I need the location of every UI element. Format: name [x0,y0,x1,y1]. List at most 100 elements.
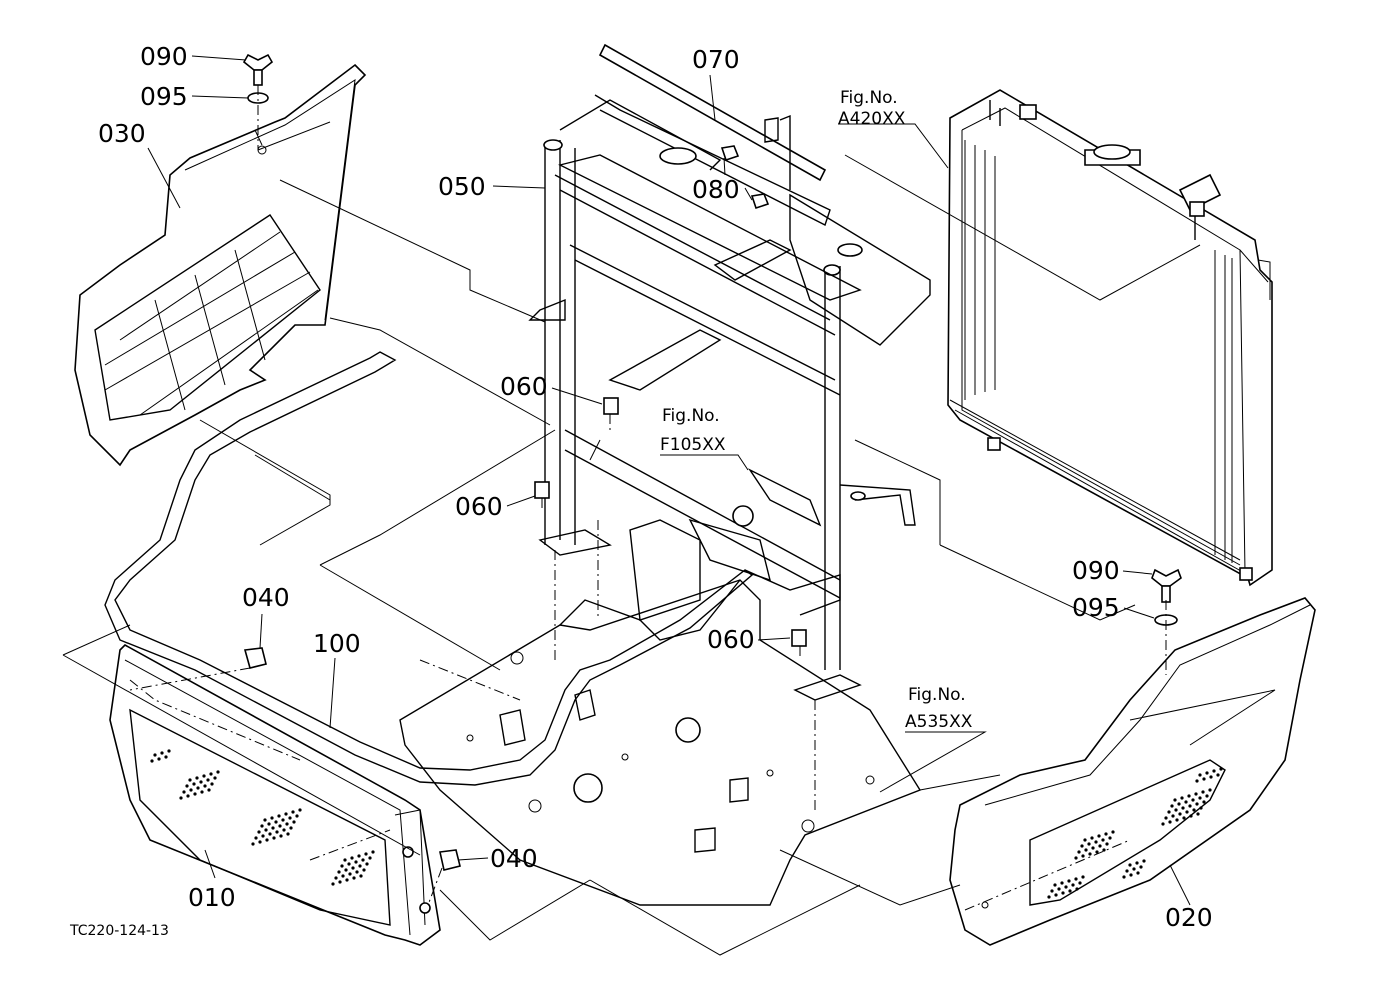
perforation-dot [1067,879,1071,883]
perforation-dot [164,755,168,759]
perforation-dot [357,854,361,858]
perforation-dot [1185,810,1189,814]
part-number-100: 100 [313,629,361,658]
gasket-drawing [104,351,754,786]
perforation-dot [371,850,375,854]
perforation-dot [251,842,255,846]
part-number-060-upper: 060 [500,372,548,401]
perforation-dot [1175,818,1179,822]
perforation-dot [1177,802,1181,806]
perforation-dot [1189,814,1193,818]
perforation-dot [1074,856,1078,860]
perforation-dot [1202,777,1206,781]
perforation-dot [1091,846,1095,850]
perforation-dot [195,776,199,780]
perforation-dot [209,772,213,776]
perforation-dot [203,784,207,788]
perforation-dot [1198,796,1202,800]
perforation-dot [1088,852,1092,856]
perforation-dot [167,749,171,753]
perforation-dot [192,782,196,786]
perforation-dot [1105,842,1109,846]
perforation-dot [196,786,200,790]
perforation-dot [261,834,265,838]
perforation-dot [1142,859,1146,863]
perforation-dot [1167,810,1171,814]
fig-ref-f105-code: F105XX [660,435,726,455]
perforation-dot [1087,842,1091,846]
perforation-dot [278,824,282,828]
part-number-095-top: 095 [140,82,188,111]
perforation-dot [1128,863,1132,867]
side-cover-right-drawing [949,597,1316,946]
perforation-dot [1095,850,1099,854]
perforation-dot [265,838,269,842]
perforation-dot [350,856,354,860]
leader-lines [147,55,1191,906]
perforation-dot [334,876,338,880]
perforation-dot [258,840,262,844]
perforation-dot [351,866,355,870]
perforation-dot [189,788,193,792]
perforation-dot [264,828,268,832]
perforation-dot [1201,790,1205,794]
perforation-dot [1081,854,1085,858]
perforation-dot [1075,887,1079,891]
perforation-dot [365,862,369,866]
perforation-dot [354,860,358,864]
fig-ref-a535-code: A535XX [905,712,973,732]
perforation-dot [1060,881,1064,885]
perforation-dot [1173,798,1177,802]
perforation-dot [1208,788,1212,792]
perforation-dot [1068,889,1072,893]
perforation-dot [275,830,279,834]
perforation-dot [274,820,278,824]
perforation-dot [361,858,365,862]
perforation-dot [185,784,189,788]
perforation-dot [1198,773,1202,777]
perforation-dot [157,757,161,761]
perforation-dot [298,808,302,812]
part-number-090-top: 090 [140,42,188,71]
perforation-dot [1136,871,1140,875]
perforation-dot [1161,822,1165,826]
perforation-dot [1194,792,1198,796]
perforation-dot [1061,891,1065,895]
perforation-dot [1202,800,1206,804]
perforation-dot [341,874,345,878]
perforation-dot [179,796,183,800]
perforation-dot [1168,820,1172,824]
perforation-dot [1084,848,1088,852]
perforation-dot [281,818,285,822]
perforation-dot [343,858,347,862]
perforation-dot [1205,794,1209,798]
perforation-dot [1191,798,1195,802]
perforation-dot [362,868,366,872]
perforation-dot [186,794,190,798]
part-number-030: 030 [98,119,146,148]
perforation-dot [271,826,275,830]
perforation-dot [285,822,289,826]
perforation-dot [359,874,363,878]
front-grille-drawing [109,644,441,946]
perforation-dot [1047,895,1051,899]
perforation-dot [1057,887,1061,891]
perforation-dot [295,814,299,818]
perforation-dot [1170,804,1174,808]
perforation-dot [1122,875,1126,879]
perforation-dot [1135,861,1139,865]
perforation-dot [257,830,261,834]
perforation-dot [202,774,206,778]
perforation-dot [153,753,157,757]
perforation-dot [345,878,349,882]
perforation-dot [260,824,264,828]
perforation-dot [337,870,341,874]
perforation-dot [268,832,272,836]
perforation-dot [1187,794,1191,798]
perforation-dot [1080,844,1084,848]
perforation-dot [364,852,368,856]
perforation-dot [1098,844,1102,848]
perforation-dot [279,834,283,838]
perforation-dot [1195,779,1199,783]
